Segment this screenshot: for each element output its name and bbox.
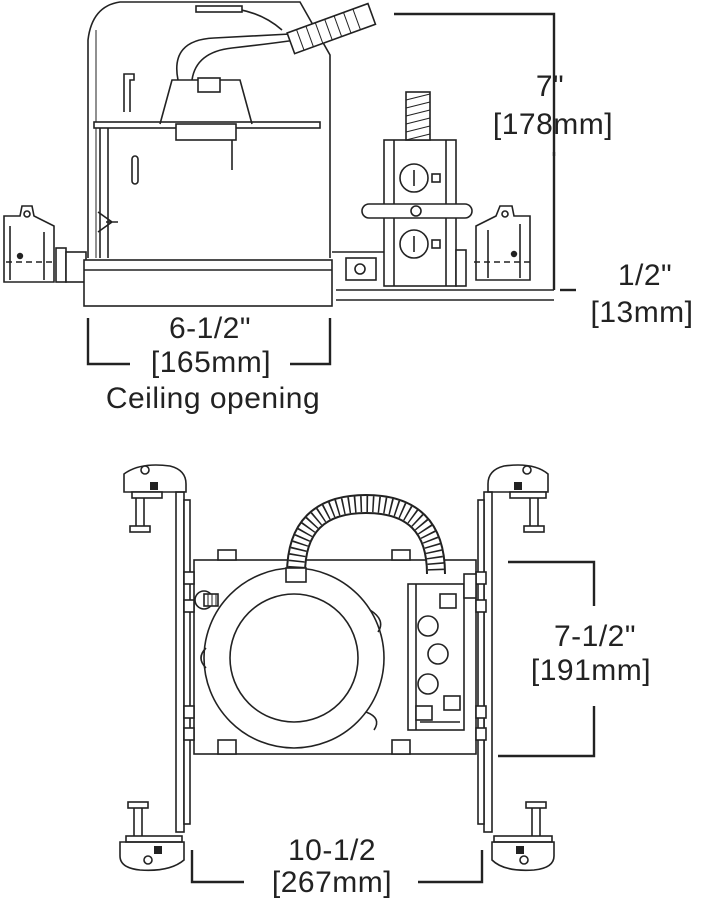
- flange-mm-label: [13mm]: [590, 296, 694, 329]
- opening-dimension-right: [290, 318, 332, 366]
- wire: [191, 39, 297, 81]
- bar-hanger-clip-bottom-right: [491, 801, 555, 872]
- depth-dimension-upper: [508, 560, 596, 606]
- opening-dimension-left: [86, 318, 130, 366]
- height-inch-label: 7": [535, 70, 565, 103]
- depth-mm-label: [191mm]: [530, 654, 652, 687]
- height-dimension-line: [394, 12, 556, 156]
- height-mm-label: [178mm]: [492, 108, 614, 141]
- bar-hanger-clip-top-right: [487, 464, 549, 533]
- depth-inch-label: 7-1/2": [553, 620, 637, 653]
- trim-flange: [83, 259, 333, 307]
- depth-dimension-lower: [498, 706, 596, 758]
- adjusting-screw: [194, 590, 219, 610]
- hook: [123, 73, 135, 112]
- flex-conduit: [405, 91, 431, 141]
- bar-hanger-clip-bottom-left: [119, 801, 185, 872]
- opening-inch-label: 6-1/2": [168, 312, 252, 345]
- housing-can: [87, 1, 331, 258]
- ceiling-opening-caption: Ceiling opening: [105, 382, 321, 415]
- wire-connector: [286, 2, 377, 55]
- flange-inch-label: 1/2": [617, 259, 673, 292]
- junction-box-top: [407, 573, 477, 731]
- width-dimension-right: [418, 850, 484, 884]
- armored-cable: [285, 493, 449, 597]
- width-mm-label: [267mm]: [271, 866, 393, 899]
- lamp-aperture-inner: [229, 593, 359, 723]
- width-inch-label: 10-1/2: [287, 834, 377, 867]
- top-view-drawing: [119, 464, 555, 872]
- right-bar-hanger-bracket: [474, 205, 531, 281]
- right-hanger-bar: [483, 491, 493, 833]
- wire: [176, 33, 291, 81]
- opening-mm-label: [165mm]: [150, 346, 272, 379]
- width-dimension-left: [190, 850, 244, 884]
- junction-box: [361, 139, 473, 287]
- left-bar-hanger-bracket: [3, 205, 56, 283]
- bar-hanger-clip-top-left: [123, 464, 187, 533]
- left-hanger-bar: [175, 491, 185, 833]
- side-view-drawing: [3, 1, 554, 307]
